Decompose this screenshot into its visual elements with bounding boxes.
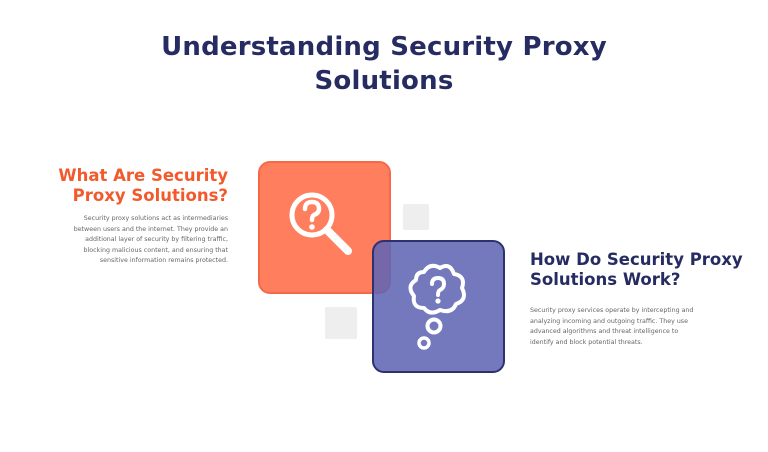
how-do-heading-line-2: Solutions Work?	[530, 270, 681, 289]
description-line: identify and block potential threats.	[530, 338, 643, 346]
what-are-section: What Are Security Proxy Solutions? Secur…	[20, 166, 228, 267]
description-line: blocking malicious content, and ensuring…	[83, 246, 229, 254]
description-line: advanced algorithms and threat intellige…	[530, 328, 679, 335]
description-line: analyzing incoming and outgoing traffic.…	[530, 317, 688, 325]
page-title: Understanding Security Proxy Solutions	[0, 30, 768, 98]
decorative-square	[403, 204, 429, 230]
what-are-heading-line-2: Proxy Solutions?	[72, 186, 228, 205]
description-line: additional layer of security by filterin…	[85, 236, 228, 243]
what-are-description: Security proxy solutions act as intermed…	[20, 214, 228, 267]
thought-bubble-question-icon	[408, 263, 466, 350]
what-are-heading-line-1: What Are Security	[58, 166, 228, 185]
how-do-description: Security proxy services operate by inter…	[530, 306, 750, 348]
decorative-square	[325, 307, 357, 339]
how-do-card	[372, 240, 505, 373]
what-are-card	[258, 161, 391, 294]
description-line: between users and the internet. They pro…	[73, 225, 228, 233]
magnifier-question-icon	[289, 192, 352, 255]
description-line: Security proxy solutions act as intermed…	[83, 215, 228, 222]
description-line: Security proxy services operate by inter…	[530, 307, 694, 314]
what-are-heading: What Are Security Proxy Solutions?	[20, 166, 228, 206]
title-line-2: Solutions	[314, 66, 454, 96]
description-line: sensitive information remains protected.	[99, 257, 228, 264]
how-do-heading-line-1: How Do Security Proxy	[530, 250, 743, 269]
how-do-heading: How Do Security Proxy Solutions Work?	[530, 250, 750, 290]
how-do-section: How Do Security Proxy Solutions Work? Se…	[530, 250, 750, 348]
title-line-1: Understanding Security Proxy	[161, 32, 607, 62]
